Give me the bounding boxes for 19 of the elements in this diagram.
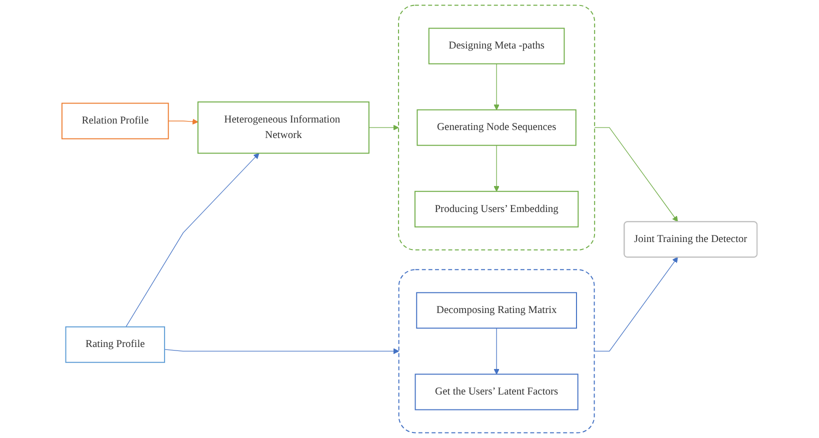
arrow <box>164 348 400 354</box>
arrow <box>494 328 500 374</box>
node-box: Generating Node Sequences <box>416 109 576 146</box>
arrow <box>494 145 500 192</box>
node-box: Heterogeneous Information Network <box>197 101 370 154</box>
arrow <box>494 63 500 110</box>
node-box: Relation Profile <box>61 102 169 140</box>
node-box: Designing Meta -paths <box>428 28 565 64</box>
node-box: Decomposing Rating Matrix <box>416 292 577 329</box>
arrow <box>594 127 678 222</box>
cluster <box>398 4 596 250</box>
cluster <box>398 269 595 434</box>
node-box: Rating Profile <box>65 326 166 363</box>
node-box: Get the Users’ Latent Factors <box>414 374 578 410</box>
arrow <box>168 118 198 125</box>
arrow <box>594 256 678 352</box>
arrow <box>368 124 399 130</box>
node-box: Producing Users’ Embedding <box>414 190 579 228</box>
arrow <box>126 152 260 328</box>
